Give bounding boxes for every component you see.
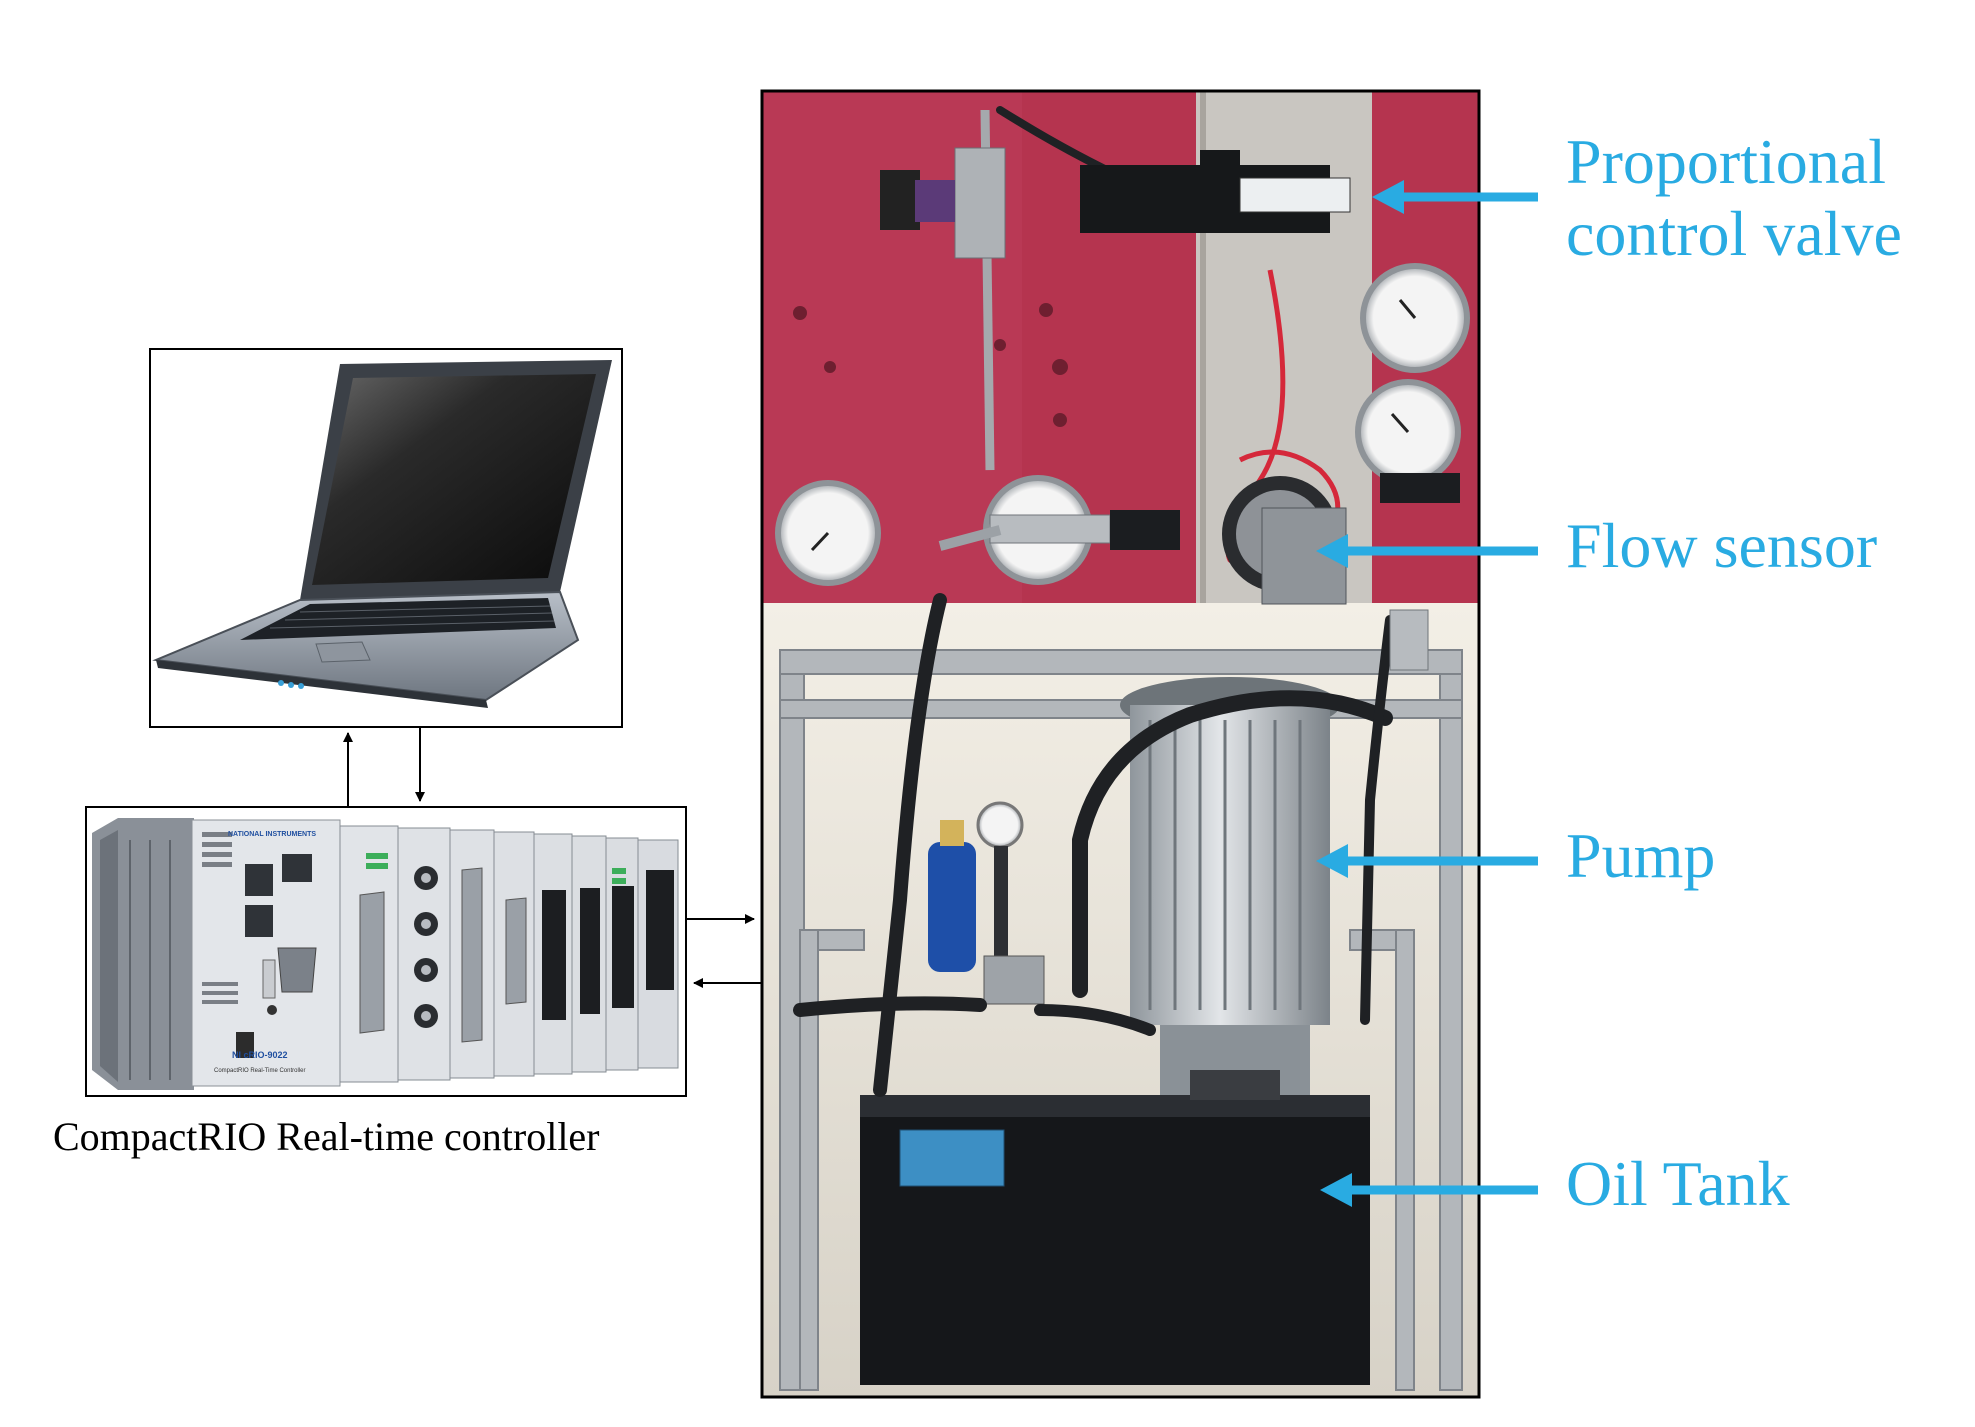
label-valve-line2: control valve bbox=[1566, 197, 1902, 269]
laptop-icon bbox=[152, 360, 612, 708]
controller-model-text: NI cRIO-9022 bbox=[232, 1050, 288, 1060]
callout-arrows bbox=[1316, 180, 1538, 1207]
label-flow-sensor: Flow sensor bbox=[1566, 510, 1878, 581]
compactrio-chassis-icon: NATIONAL INSTRUMENTS NI cRIO-9022 Compac… bbox=[92, 818, 679, 1090]
controller-caption: CompactRIO Real-time controller bbox=[53, 1114, 600, 1159]
label-proportional-control-valve: Proportional control valve bbox=[1566, 126, 1902, 269]
label-valve-line1: Proportional bbox=[1566, 126, 1886, 197]
label-oil-tank: Oil Tank bbox=[1566, 1148, 1790, 1219]
controller-model-subtext: CompactRIO Real-Time Controller bbox=[214, 1068, 305, 1074]
hydraulic-test-rig-photo bbox=[762, 91, 1479, 1397]
controller-brand-text: NATIONAL INSTRUMENTS bbox=[228, 831, 316, 838]
rig-photo-frame bbox=[760, 89, 1481, 1399]
label-pump: Pump bbox=[1566, 820, 1716, 891]
